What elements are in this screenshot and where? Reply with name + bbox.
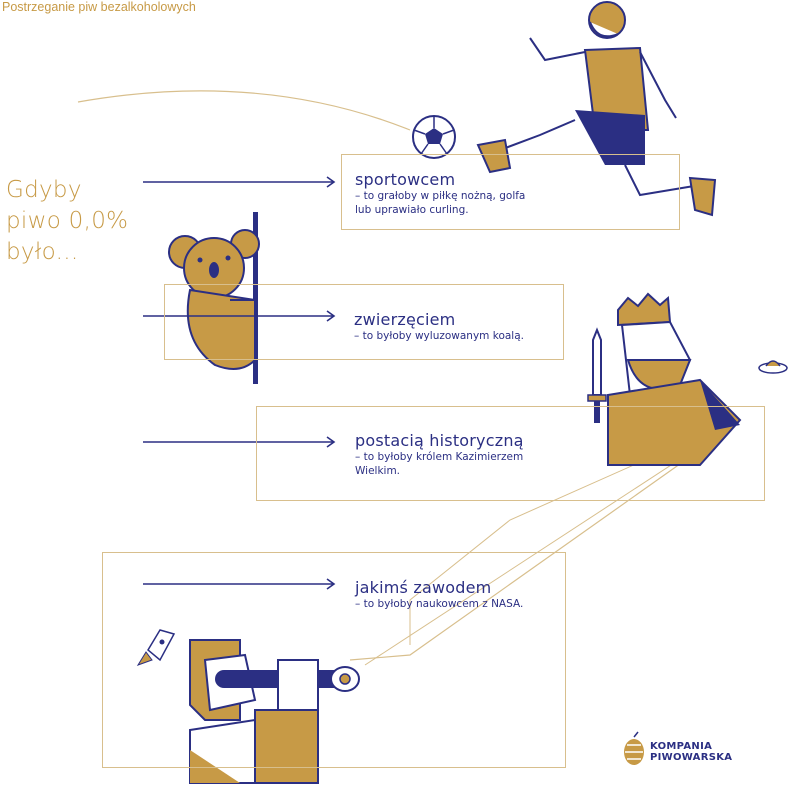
item-title: zwierzęciem <box>354 310 456 329</box>
lead-line-3: było... <box>6 239 79 265</box>
arrow-icon <box>143 436 336 448</box>
item-box-profession <box>102 552 566 768</box>
page-title: Postrzeganie piw bezalkoholowych <box>2 0 196 14</box>
item-box-animal <box>164 284 564 360</box>
lead-line-1: Gdyby <box>6 177 82 203</box>
company-logo: KOMPANIA PIWOWARSKA <box>650 741 732 763</box>
logo-line-2: PIWOWARSKA <box>650 752 733 763</box>
ufo-icon <box>758 360 788 374</box>
logo-line-1: KOMPANIA <box>650 741 713 752</box>
item-box-historical <box>256 406 765 501</box>
decorative-arc <box>77 90 411 131</box>
soccer-ball-icon <box>412 115 456 159</box>
item-desc: lub uprawiało curling. <box>355 204 469 216</box>
soccer-player-icon <box>476 1 717 217</box>
item-desc: – to byłoby naukowcem z NASA. <box>355 598 524 610</box>
light-beam-line-3 <box>409 419 736 645</box>
lead-line-2: piwo 0,0% <box>6 208 129 234</box>
koala-icon <box>168 212 260 384</box>
arrow-icon <box>143 578 336 590</box>
arrow-icon <box>143 310 336 322</box>
item-sportsman: sportowcem – to grałoby w piłkę nożną, g… <box>355 170 525 217</box>
item-profession: jakimś zawodem – to byłoby naukowcem z N… <box>355 578 523 611</box>
item-title: sportowcem <box>355 170 456 189</box>
item-desc: – to byłoby królem Kazimierzem <box>355 451 524 463</box>
item-animal: zwierzęciem – to byłoby wyluzowanym koal… <box>354 310 524 343</box>
arrow-icon <box>143 176 336 188</box>
item-historical: postacią historyczną – to byłoby królem … <box>355 431 524 478</box>
rocket-icon <box>136 629 176 666</box>
item-title: jakimś zawodem <box>355 578 492 597</box>
hop-logo-icon <box>624 731 644 765</box>
lead-text: Gdyby piwo 0,0% było... <box>6 175 128 268</box>
item-desc: – to grałoby w piłkę nożną, golfa <box>355 190 526 202</box>
item-box-sportsman <box>341 154 680 230</box>
item-desc: – to byłoby wyluzowanym koalą. <box>354 330 524 342</box>
item-desc: Wielkim. <box>355 465 401 477</box>
light-beam-line <box>349 424 736 661</box>
king-icon <box>587 292 742 466</box>
item-title: postacią historyczną <box>355 431 524 450</box>
